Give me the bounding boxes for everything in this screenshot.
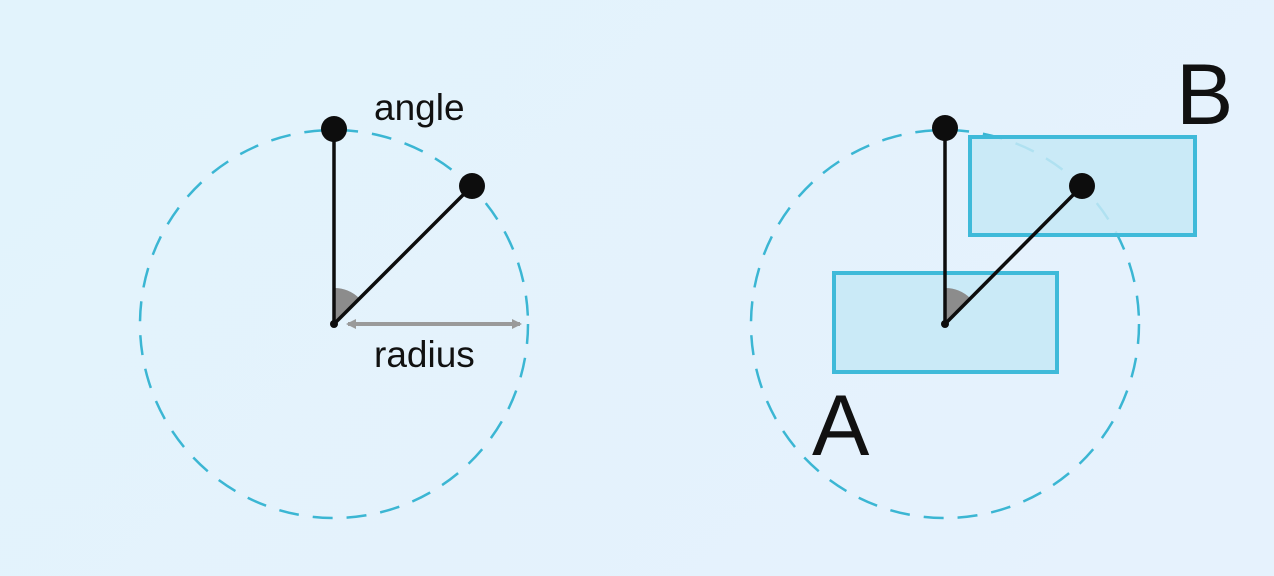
- box-a-label: A: [812, 378, 870, 474]
- right-diagonal-point: [1069, 173, 1095, 199]
- left-top-point: [321, 116, 347, 142]
- angle-label: angle: [374, 87, 465, 128]
- left-diagonal-line: [332, 184, 474, 326]
- right-top-point: [932, 115, 958, 141]
- right-diagram: A B: [749, 47, 1233, 520]
- right-diagonal-line: [943, 184, 1084, 326]
- right-angle-wedge: [945, 287, 971, 324]
- right-center-point: [941, 320, 949, 328]
- box-b-label: B: [1176, 47, 1233, 143]
- right-dashed-circle: [749, 128, 1141, 520]
- left-angle-wedge: [334, 287, 360, 324]
- left-center-point: [330, 320, 338, 328]
- radius-label: radius: [374, 334, 475, 375]
- left-diagonal-point: [459, 173, 485, 199]
- left-dashed-circle: [138, 128, 530, 520]
- left-diagram: angle radius: [138, 87, 530, 520]
